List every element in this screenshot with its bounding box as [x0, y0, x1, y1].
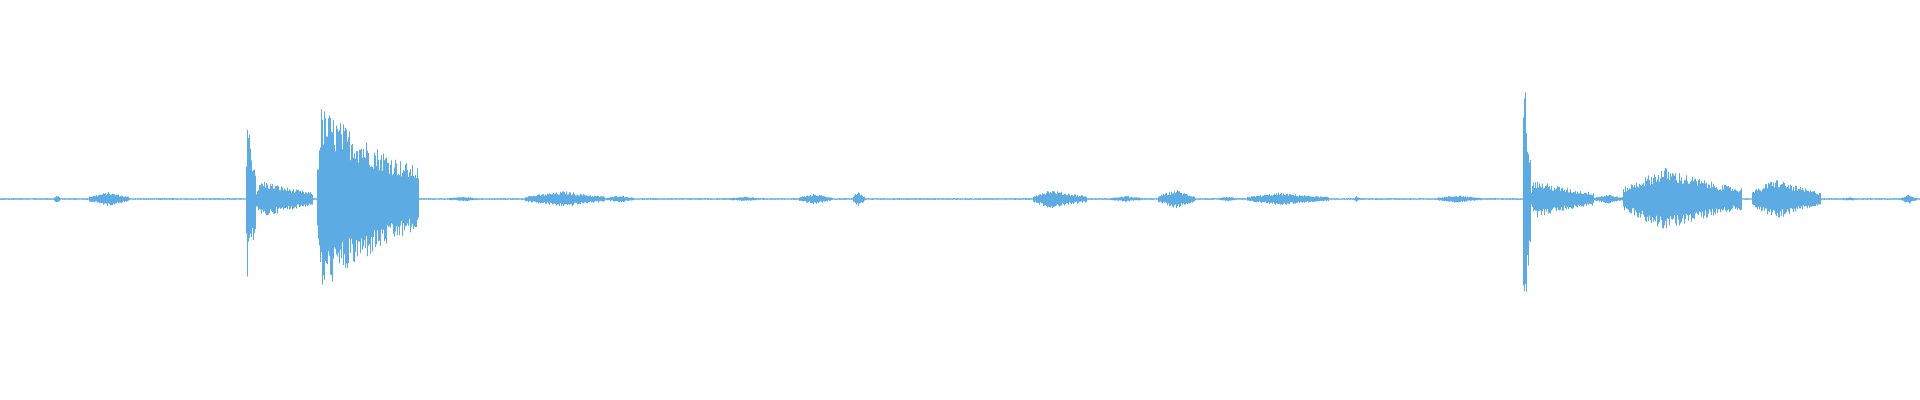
waveform-graphic: [0, 92, 1920, 292]
audio-waveform: [0, 92, 1920, 292]
